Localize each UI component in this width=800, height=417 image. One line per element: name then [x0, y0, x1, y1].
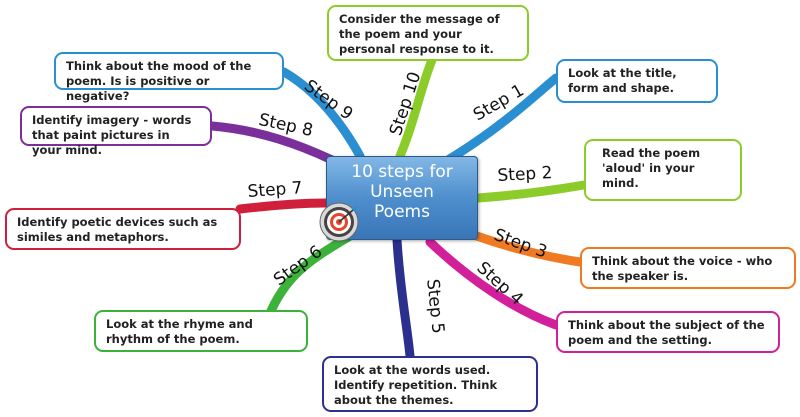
step-10-box: Consider the message of the poem and you… [327, 5, 529, 61]
branch-step-1 [443, 73, 561, 165]
branch-step-6 [263, 231, 355, 323]
step-5-text: Look at the words used. Identify repetit… [334, 363, 498, 407]
branch-step-2 [473, 180, 589, 203]
branch-step-4 [425, 237, 561, 330]
step-9-box: Think about the mood of the poem. Is is … [54, 52, 284, 103]
step-1-text: Look at the title, form and shape. [568, 66, 677, 95]
step-5-box: Look at the words used. Identify repetit… [322, 356, 538, 412]
step-2-text: Read the poem 'aloud' in your mind. [602, 146, 701, 190]
step-7-text: Identify poetic devices such as similes … [17, 215, 218, 244]
step-6-text: Look at the rhyme and rhythm of the poem… [106, 317, 253, 346]
step-3-text: Think about the voice - who the speaker … [592, 254, 773, 283]
step-2-box: Read the poem 'aloud' in your mind. [584, 139, 742, 201]
step-8-text: Identify imagery - words that paint pict… [32, 113, 192, 157]
central-topic-line-3: Poems [374, 202, 430, 222]
branch-step-7 [235, 198, 331, 214]
central-topic: 10 steps for Unseen Poems [326, 156, 478, 240]
step-9-text: Think about the mood of the poem. Is is … [66, 59, 252, 103]
step-3-box: Think about the voice - who the speaker … [580, 247, 796, 289]
step-7-box: Identify poetic devices such as similes … [5, 208, 241, 250]
step-4-text: Think about the subject of the poem and … [568, 318, 765, 347]
step-10-text: Consider the message of the poem and you… [339, 12, 500, 56]
branch-step-10 [395, 55, 437, 161]
branch-step-8 [207, 121, 337, 165]
branch-step-9 [279, 67, 365, 161]
step-8-box: Identify imagery - words that paint pict… [20, 106, 212, 157]
step-1-box: Look at the title, form and shape. [556, 59, 718, 103]
target-icon [319, 202, 359, 242]
central-topic-line-1: 10 steps for [351, 162, 453, 182]
step-6-box: Look at the rhyme and rhythm of the poem… [94, 310, 308, 352]
central-topic-line-2: Unseen [370, 182, 434, 202]
step-4-box: Think about the subject of the poem and … [556, 311, 780, 353]
step-label-7: Step 7 [247, 178, 304, 202]
branch-step-5 [392, 235, 415, 361]
step-label-2: Step 2 [497, 163, 553, 186]
